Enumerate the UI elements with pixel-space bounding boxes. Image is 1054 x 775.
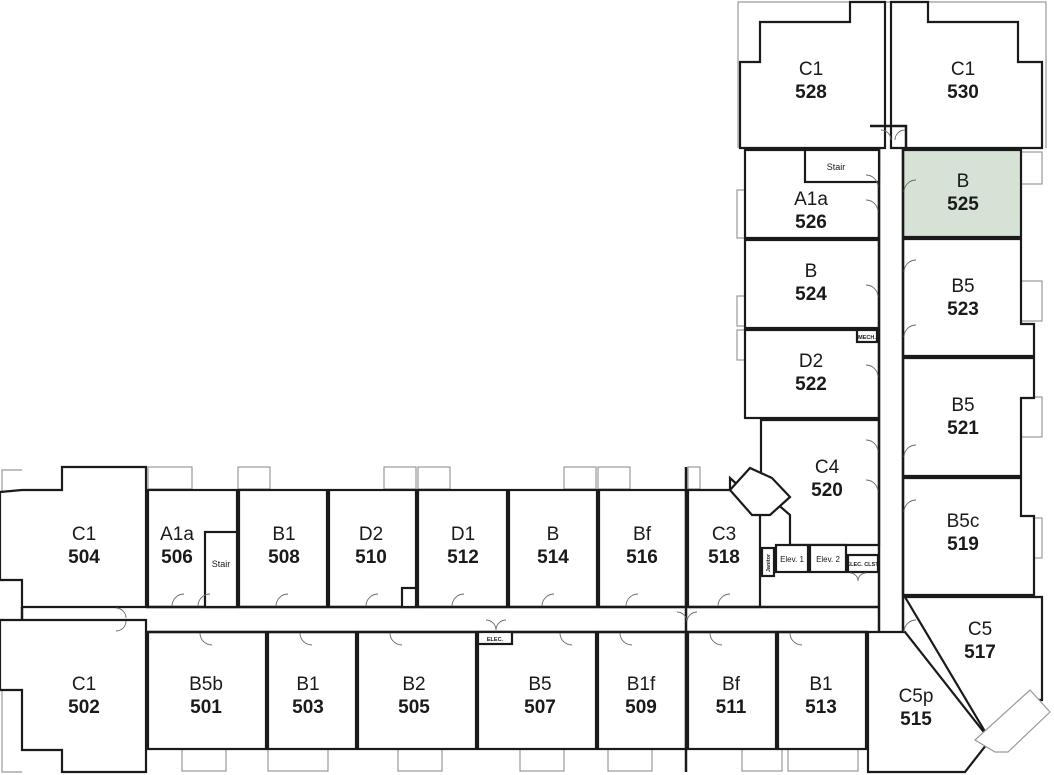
unit-type-label: D2 (799, 351, 823, 372)
unit-number-label: 509 (625, 697, 657, 718)
unit-type-label: B1 (809, 674, 832, 695)
unit-type-label: C1 (799, 59, 823, 80)
unit-type-label: B5 (951, 276, 974, 297)
unit-521[interactable] (901, 356, 1036, 478)
unit-number-label: 520 (811, 480, 843, 501)
elec-closet-label: ELEC. CLST. (846, 562, 879, 568)
unit-number-label: 523 (947, 299, 979, 320)
unit-number-label: 518 (708, 547, 740, 568)
unit-type-label: C5p (899, 686, 934, 707)
unit-508[interactable] (237, 488, 329, 609)
unit-type-label: C1 (951, 59, 975, 80)
corner-bay (728, 466, 1051, 753)
unit-522[interactable] (743, 328, 881, 420)
elevator-1 (774, 543, 810, 574)
unit-type-label: C5 (968, 619, 992, 640)
unit-number-label: 528 (795, 82, 827, 103)
elec-room (476, 630, 514, 646)
service-rooms (203, 148, 881, 646)
unit-511[interactable] (686, 630, 778, 751)
elec-closet (846, 553, 880, 574)
unit-number-label: 504 (68, 547, 100, 568)
unit-number-label: 505 (398, 697, 430, 718)
unit-number-label: 506 (161, 547, 193, 568)
unit-number-label: 514 (537, 547, 569, 568)
unit-type-label: B5c (947, 511, 980, 532)
unit-515[interactable] (866, 630, 992, 774)
unit-523[interactable] (901, 237, 1036, 358)
unit-507[interactable] (476, 630, 598, 751)
unit-number-label: 508 (268, 547, 300, 568)
unit-number-label: 515 (900, 709, 932, 730)
unit-type-label: C3 (712, 524, 736, 545)
unit-number-label: 517 (964, 642, 996, 663)
unit-number-label: 507 (524, 697, 556, 718)
unit-503[interactable] (266, 630, 358, 751)
unit-509[interactable] (596, 630, 688, 751)
unit-type-label: C1 (72, 674, 96, 695)
mech-label: MECH. (858, 335, 876, 341)
unit-type-label: C4 (815, 457, 840, 478)
unit-type-label: B1f (627, 674, 656, 695)
unit-514[interactable] (507, 488, 599, 609)
elevator-2-label: Elev. 2 (816, 555, 840, 564)
unit-525[interactable] (901, 148, 1023, 239)
unit-number-label: 530 (947, 82, 979, 103)
stair-left-label: Stair (212, 559, 231, 569)
unit-type-label: B1 (272, 524, 295, 545)
stair-top-label: Stair (827, 162, 846, 172)
elevator-1-label: Elev. 1 (780, 555, 804, 564)
stair-left (203, 530, 239, 609)
elevator-2 (808, 543, 848, 574)
unit-type-label: B (957, 171, 970, 192)
shaft (400, 586, 418, 609)
unit-number-label: 521 (947, 418, 979, 439)
unit-530[interactable] (889, 0, 1044, 150)
unit-type-label: B2 (402, 674, 425, 695)
unit-number-label: 502 (68, 697, 100, 718)
unit-type-label: A1a (160, 524, 194, 545)
unit-type-label: B (805, 261, 818, 282)
door-swings (115, 129, 917, 646)
janitor-label: Janitor (766, 553, 772, 572)
unit-type-label: Bf (633, 524, 652, 545)
unit-528[interactable] (738, 0, 887, 150)
unit-type-label: B (547, 524, 560, 545)
unit-type-label: B5 (951, 395, 974, 416)
unit-type-label: B1 (296, 674, 319, 695)
unit-number-label: 525 (947, 194, 979, 215)
unit-512[interactable] (416, 488, 509, 609)
unit-number-label: 516 (626, 547, 658, 568)
mech-room (855, 328, 879, 344)
janitor-closet (760, 546, 776, 578)
unit-516[interactable] (597, 488, 688, 609)
unit-type-label: B5 (528, 674, 551, 695)
unit-number-label: 501 (190, 697, 222, 718)
unit-type-label: D2 (359, 524, 383, 545)
unit-number-label: 526 (795, 212, 827, 233)
unit-type-label: C1 (72, 524, 96, 545)
unit-number-label: 519 (947, 534, 979, 555)
unit-number-label: 524 (795, 284, 827, 305)
unit-502[interactable] (0, 618, 148, 774)
unit-number-label: 511 (716, 697, 747, 718)
unit-number-label: 512 (447, 547, 479, 568)
unit-type-label: B5b (189, 674, 223, 695)
stair-top (803, 148, 881, 184)
unit-number-label: 510 (355, 547, 387, 568)
unit-type-label: Bf (722, 674, 741, 695)
service-labels: Stair Stair Elev. 1 Elev. 2 MECH. ELEC. … (212, 162, 880, 643)
elec-label: ELEC. (487, 637, 504, 643)
unit-number-label: 522 (795, 374, 827, 395)
unit-524[interactable] (743, 238, 881, 330)
unit-number-label: 503 (292, 697, 324, 718)
unit-number-label: 513 (805, 697, 837, 718)
unit-504[interactable] (0, 465, 148, 609)
unit-type-label: A1a (794, 189, 828, 210)
unit-type-label: D1 (451, 524, 475, 545)
